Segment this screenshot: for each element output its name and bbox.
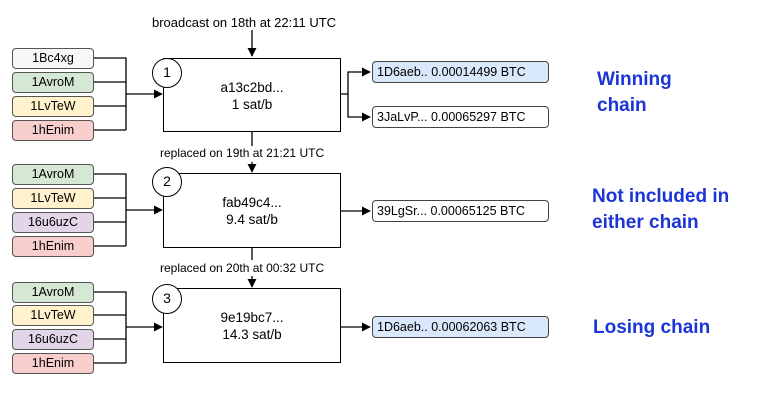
tx2-input-2: 1LvTeW [12,188,94,209]
tx1-input-2: 1AvroM [12,72,94,93]
tx2-output-1: 39LgSr... 0.00065125 BTC [372,200,549,222]
replaced-annotation-2: replaced on 20th at 00:32 UTC [160,261,325,275]
tx2-input-1: 1AvroM [12,164,94,185]
tx1-input-4: 1hEnim [12,120,94,141]
tx2-number: 2 [152,167,182,197]
tx1-number: 1 [152,58,182,88]
winning-chain-label: Winning chain [597,69,672,116]
tx1-output-2: 3JaLvP... 0.00065297 BTC [372,106,549,128]
tx1-input-3: 1LvTeW [12,96,94,117]
tx1-box: a13c2bd... 1 sat/b [163,58,341,132]
tx3-input-3: 16u6uzC [12,329,94,350]
tx1-output-1: 1D6aeb.. 0.00014499 BTC [372,61,549,83]
not-included-label: Not included in either chain [592,186,730,233]
losing-chain-label: Losing chain [593,317,711,338]
tx3-output-1: 1D6aeb.. 0.00062063 BTC [372,316,549,338]
tx3-fee: 14.3 sat/b [222,327,282,342]
tx1-fee: 1 sat/b [231,97,273,112]
broadcast-annotation: broadcast on 18th at 22:11 UTC [152,15,337,30]
tx2-input-4: 1hEnim [12,236,94,257]
tx2-input-3: 16u6uzC [12,212,94,233]
tx3-input-4: 1hEnim [12,353,94,374]
tx3-box: 9e19bc7... 14.3 sat/b [163,288,341,363]
tx3-input-1: 1AvroM [12,282,94,303]
tx3-number: 3 [152,284,182,314]
tx1-txid: a13c2bd... [220,80,284,95]
tx2-txid: fab49c4... [222,195,282,210]
tx3-txid: 9e19bc7... [220,310,284,325]
tx3-input-2: 1LvTeW [12,305,94,326]
replaced-annotation-1: replaced on 19th at 21:21 UTC [160,146,325,160]
tx1-input-1: 1Bc4xg [12,48,94,69]
tx2-box: fab49c4... 9.4 sat/b [163,173,341,248]
tx2-fee: 9.4 sat/b [226,212,278,227]
